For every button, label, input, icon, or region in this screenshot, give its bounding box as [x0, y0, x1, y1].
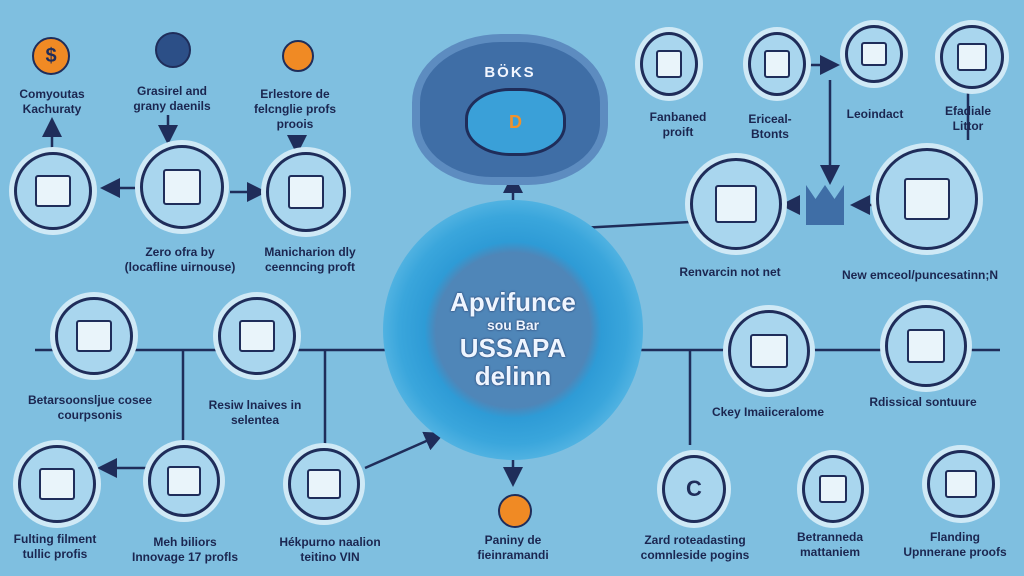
label-right-r3-1: Ckey Imaiiceralome: [711, 405, 825, 419]
virus-icon: [155, 32, 191, 68]
mail-icon: [750, 333, 788, 369]
node-right-r2-2[interactable]: [876, 148, 978, 250]
dollar-icon: $: [32, 37, 70, 75]
node-right-top-1[interactable]: [640, 32, 698, 96]
node-left-r4-2[interactable]: [148, 445, 220, 517]
node-left-r3-2[interactable]: [218, 297, 296, 375]
node-right-r4-2[interactable]: [802, 455, 864, 523]
monitor-icon: [763, 50, 791, 78]
node-right-top-3[interactable]: [845, 25, 903, 83]
label-right-r2-1: Renvarcin not net: [679, 265, 781, 279]
printer-icon: [860, 41, 888, 67]
node-right-r3-1[interactable]: [728, 310, 810, 392]
node-left-r2-2[interactable]: [140, 145, 224, 229]
gear-icon: [282, 40, 314, 72]
label-right-top-2: Ericeal-Btonts: [748, 112, 792, 141]
people-icon: [715, 184, 757, 224]
node-right-r2-1[interactable]: [690, 158, 782, 250]
central-hub-text: Apvifunce sou Bar USSAPA delinn: [450, 287, 576, 391]
sun-icon: [498, 494, 532, 528]
building-icon: [39, 467, 75, 501]
node-left-r2-1[interactable]: [14, 152, 92, 230]
node-right-top-4[interactable]: [940, 25, 1004, 89]
document-icon: [287, 175, 325, 209]
monitor-icon: [239, 319, 275, 353]
node-right-r4-3[interactable]: [927, 450, 995, 518]
label-right-r2-2: New emceol/puncesatinn;N: [841, 268, 999, 282]
label-left-r2-1: Zero ofra by(locafline uirnouse): [124, 245, 236, 274]
document-icon: [35, 174, 71, 208]
label-right-top-3: Leoindact: [846, 107, 904, 121]
node-left-r4-1[interactable]: [18, 445, 96, 523]
node-left-r3-1[interactable]: [55, 297, 133, 375]
coin-icon[interactable]: C: [662, 455, 726, 523]
node-left-r2-3[interactable]: [266, 152, 346, 232]
money-icon: [307, 468, 341, 500]
label-right-r3-2: Rdissical sontuure: [869, 395, 977, 409]
building-icon: [818, 474, 848, 504]
image-icon: [957, 43, 987, 71]
bank-icon: [903, 177, 951, 221]
box-icon: [162, 169, 202, 205]
node-right-top-2[interactable]: [748, 32, 806, 96]
chart-icon: [167, 465, 201, 497]
node-left-r4-3[interactable]: [288, 448, 360, 520]
node-right-r3-2[interactable]: [885, 305, 967, 387]
document-icon: [655, 50, 683, 78]
top-cloud-badge: D: [465, 88, 566, 156]
top-cloud-title: BÖKS: [484, 64, 536, 81]
box-icon: [945, 469, 977, 499]
central-hub[interactable]: [383, 200, 643, 460]
chart-icon: [76, 319, 112, 353]
document-icon: [907, 328, 945, 364]
